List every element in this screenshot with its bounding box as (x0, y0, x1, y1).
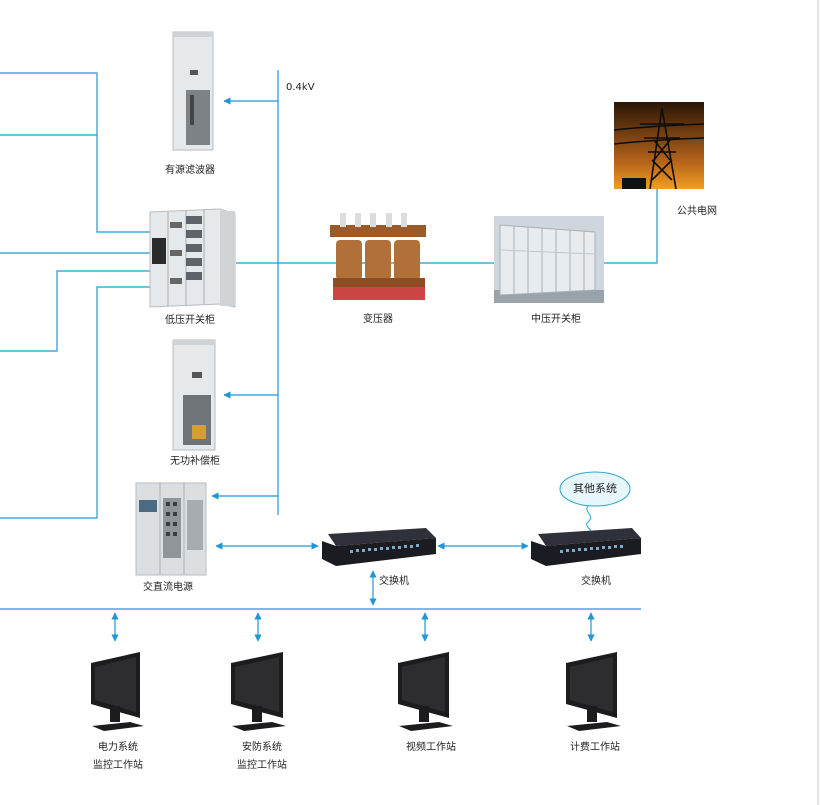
switch-2-label: 交换机 (581, 576, 611, 587)
monitor-video-station (398, 652, 453, 731)
var-compensation-cabinet (172, 339, 216, 451)
mv-switchgear-cabinet (494, 216, 604, 303)
public-grid-label: 公共电网 (677, 206, 717, 217)
arrows (211, 97, 278, 500)
lv-switchgear-label: 低压开关柜 (165, 315, 215, 326)
acdc-power-label: 交直流电源 (143, 582, 193, 593)
other-systems-bubble (559, 471, 631, 532)
monitor-billing-station (566, 652, 621, 731)
monitor-security-station (231, 652, 286, 731)
ws-video-label: 视频工作站 (406, 742, 456, 753)
transformer-unit (330, 213, 426, 300)
ws-security-label-1: 安防系统 (242, 742, 282, 753)
lv-switchgear-cabinet (149, 208, 236, 308)
power-tower-photo (613, 102, 705, 190)
active-filter-cabinet (172, 31, 214, 151)
double-arrows (111, 542, 595, 642)
network-switch-1 (322, 528, 436, 566)
active-filter-label: 有源滤波器 (165, 165, 215, 176)
voltage-label: 0.4kV (286, 82, 315, 93)
ws-power-label-1: 电力系统 (98, 742, 138, 753)
feeder-lines (0, 70, 658, 610)
var-compensation-label: 无功补偿柜 (170, 456, 220, 467)
transformer-label: 变压器 (363, 314, 393, 325)
other-systems-label: 其他系统 (573, 482, 617, 495)
ws-billing-label: 计费工作站 (570, 742, 620, 753)
switch-1-label: 交换机 (379, 576, 409, 587)
ws-power-label-2: 监控工作站 (93, 760, 143, 771)
monitor-power-station (91, 652, 144, 731)
ws-security-label-2: 监控工作站 (237, 760, 287, 771)
acdc-power-cabinet (135, 482, 207, 576)
network-switch-2 (531, 528, 641, 566)
mv-switchgear-label: 中压开关柜 (531, 314, 581, 325)
